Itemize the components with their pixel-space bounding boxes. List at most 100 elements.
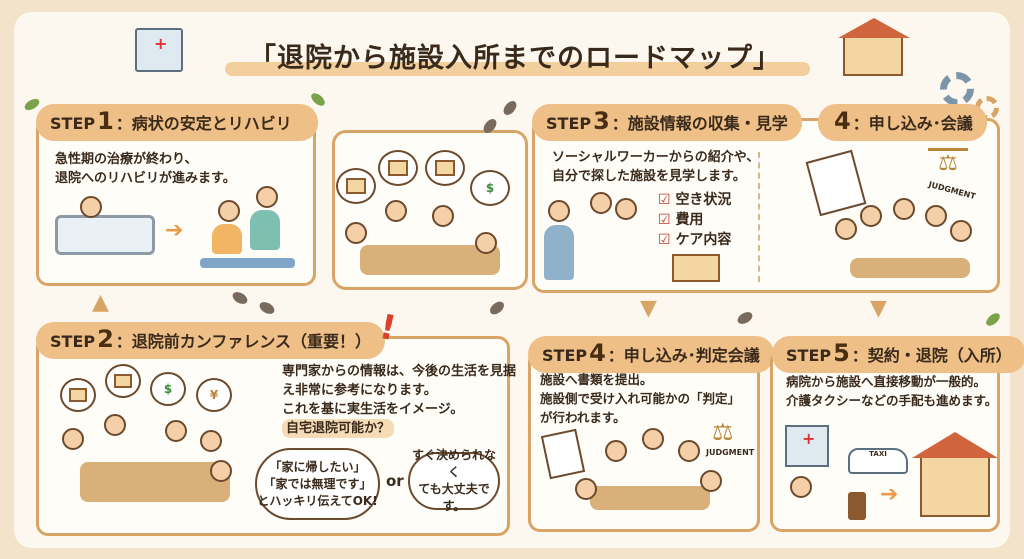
text-line: 急性期の治療が終わり、 — [55, 152, 198, 167]
step-title: ：施設情報の収集・見学 — [611, 114, 788, 133]
step-title: ：退院前カンファレンス（重要！） — [115, 332, 371, 351]
meeting-table — [80, 462, 230, 502]
money-thought-bubble: $ — [150, 372, 186, 406]
checklist-item: ☑ ケア内容 — [658, 230, 731, 250]
arrow-right-icon: ➔ — [165, 218, 184, 243]
person-figure — [62, 428, 84, 450]
step-number: 2 — [97, 325, 114, 353]
person-figure — [893, 198, 915, 220]
arrow-up-icon: ▲ — [92, 290, 109, 315]
scale-icon: ⚖ — [712, 418, 734, 446]
meeting-table — [590, 486, 710, 510]
text-line: 介護タクシーなどの手配も進めます。 — [786, 393, 998, 408]
step3-text: ソーシャルワーカーからの紹介や、自分で探した施設を見学します。 — [552, 148, 759, 186]
gear-icon — [940, 72, 974, 106]
checklist-item: ☑ 費用 — [658, 210, 731, 230]
patient-body — [212, 224, 242, 254]
person-figure — [700, 470, 722, 492]
bubble-line: とハッキリ伝えてOK! — [257, 493, 378, 508]
person-figure — [210, 460, 232, 482]
facility-building-icon — [672, 254, 720, 282]
step-label: STEP — [546, 114, 592, 133]
step-title: ：契約・退院（入所） — [851, 346, 1012, 365]
step1-text: 急性期の治療が終わり、退院へのリハビリが進みます。 — [55, 150, 236, 188]
doctor-figure — [385, 200, 407, 222]
or-label: or — [386, 472, 404, 490]
step-title: ：病状の安定とリハビリ — [115, 114, 292, 133]
yen-thought-bubble: ¥ — [196, 378, 232, 412]
step4-header: STEP4：申し込み･判定会議 — [528, 336, 774, 373]
highlight-question: 自宅退院可能か？ — [282, 419, 395, 438]
text-line: これを基に実生活をイメージ。 — [282, 402, 464, 417]
nurse-figure — [432, 205, 454, 227]
patient-figure — [218, 200, 240, 222]
arrow-down-icon: ▼ — [870, 296, 887, 321]
scale-icon: ⚖ — [928, 148, 968, 178]
text-line: が行われます。 — [540, 410, 626, 425]
house-thought-bubble — [425, 150, 465, 186]
person-figure — [615, 198, 637, 220]
step-number: 5 — [833, 339, 850, 367]
bubble-line: ても大丈夫です。 — [418, 482, 490, 513]
person-body — [544, 225, 574, 280]
speech-bubble-tell-clearly: 「家に帰したい」「家では無理です」とハッキリ伝えてOK! — [255, 448, 380, 520]
person-figure — [200, 430, 222, 452]
text-line: え非常に参考になります。 — [282, 383, 437, 398]
step4-text: 施設へ書類を提出。 施設側で受け入れ可能かの「判定」 が行われます。 — [540, 370, 740, 427]
step-label: STEP — [786, 346, 832, 365]
bubble-line: 「家に帰したい」 — [269, 459, 366, 474]
step-label: STEP — [50, 114, 96, 133]
checkbox-icon: ☑ — [658, 212, 671, 228]
step1-header: STEP1：病状の安定とリハビリ — [36, 104, 318, 141]
person-figure — [590, 192, 612, 214]
page-title: 「退院から施設入所までのロードマップ」 — [249, 43, 781, 74]
step-number: 1 — [97, 107, 114, 135]
step3b-header: 4：申し込み･会議 — [818, 104, 987, 141]
speech-bubble-no-rush: すぐ決められなくても大丈夫です。 — [408, 448, 500, 513]
divider — [758, 152, 760, 282]
arrow-right-icon: ➔ — [880, 482, 899, 507]
hospital-icon: + — [785, 425, 829, 467]
person-figure — [678, 440, 700, 462]
nurse-figure — [165, 420, 187, 442]
person-figure — [790, 476, 812, 498]
roof-icon — [912, 432, 998, 458]
house-thought-bubble — [105, 364, 141, 398]
mat — [200, 258, 295, 268]
person-figure — [548, 200, 570, 222]
person-figure — [950, 220, 972, 242]
person-figure — [575, 478, 597, 500]
step-title: ：申し込み･会議 — [852, 114, 973, 133]
suitcase-icon — [848, 492, 866, 520]
step-number: 4 — [589, 339, 606, 367]
step-label: STEP — [542, 346, 588, 365]
checklist-label: 空き状況 — [675, 192, 732, 208]
therapist-figure — [256, 186, 278, 208]
taxi-icon: TAXI — [848, 448, 908, 474]
hospital-bed-illustration — [55, 215, 155, 255]
bubble-line: 「家では無理です」 — [263, 476, 372, 491]
person-figure — [925, 205, 947, 227]
step3-header: STEP3：施設情報の収集・見学 — [532, 104, 802, 141]
hospital-icon: + — [135, 28, 183, 72]
house-thought-bubble — [336, 168, 376, 204]
text-line: ソーシャルワーカーからの紹介や、 — [552, 150, 760, 165]
judgment-label: JUDGMENT — [706, 448, 755, 457]
step5-text: 病院から施設へ直接移動が一般的。 介護タクシーなどの手配も進めます。 — [786, 372, 997, 410]
title-highlight — [225, 62, 810, 76]
text-line: 施設側で受け入れ可能かの「判定」 — [540, 391, 741, 406]
arrow-down-icon: ▼ — [640, 296, 657, 321]
person-figure — [642, 428, 664, 450]
text-line: 施設へ書類を提出。 — [540, 372, 653, 387]
checkbox-icon: ☑ — [658, 192, 671, 208]
checklist-label: ケア内容 — [675, 232, 732, 248]
bubble-line: すぐ決められなく — [411, 448, 496, 479]
text-line: 病院から施設へ直接移動が一般的。 — [786, 374, 987, 389]
facility-house-icon — [920, 455, 990, 517]
text-line: 専門家からの情報は、今後の生活を見据 — [282, 364, 517, 379]
text-line: 自分で探した施設を見学します。 — [552, 169, 746, 184]
therapist-body — [250, 210, 280, 250]
roof-icon — [838, 18, 910, 38]
checkbox-icon: ☑ — [658, 232, 671, 248]
step-number: 4 — [834, 107, 851, 135]
